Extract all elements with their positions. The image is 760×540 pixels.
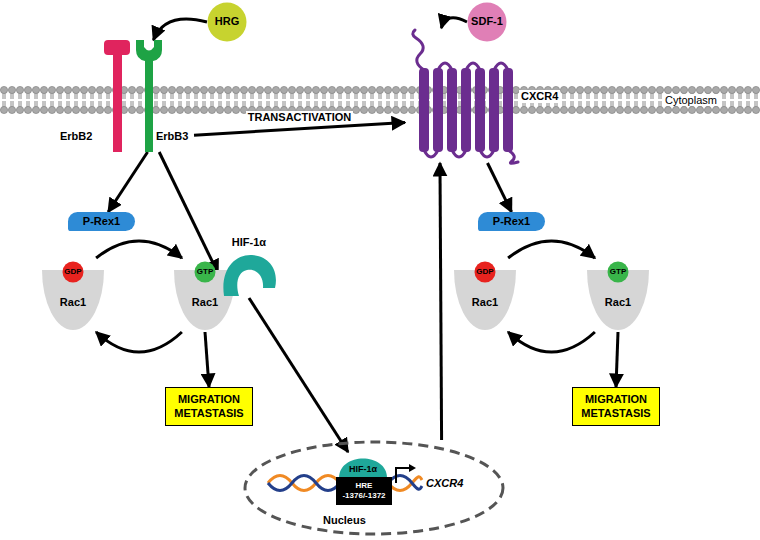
outcome-box: MIGRATION METASTASIS — [165, 387, 253, 426]
node-label: MIGRATION METASTASIS — [579, 393, 653, 419]
node-label: Rac1 — [172, 296, 238, 309]
node-label: ErbB3 — [156, 130, 188, 143]
arrow-connector — [441, 18, 467, 28]
transcription-factor: HIF-1α — [218, 236, 280, 298]
arrow-connector — [96, 241, 182, 258]
arrow-connector — [508, 332, 595, 352]
text-label: CXCR4 — [426, 477, 463, 489]
node-label: CXCR4 — [519, 90, 560, 103]
gtpase: Rac1 GDP — [452, 258, 518, 332]
node-label: P-Rex1 — [493, 215, 530, 228]
node-label: HRG — [215, 15, 239, 28]
gpcr-receptor: CXCR4 — [405, 28, 570, 163]
nucleotide-dot: GTP — [194, 261, 216, 283]
node-label: MIGRATION METASTASIS — [172, 393, 246, 419]
arrow-connector — [205, 332, 209, 387]
node-label: P-Rex1 — [83, 215, 120, 228]
arrow-connector — [153, 19, 207, 40]
arrow-connector — [508, 241, 595, 258]
arrow-connector — [616, 332, 618, 387]
node-label: ErbB2 — [60, 130, 92, 143]
gef-protein: P-Rex1 — [478, 212, 545, 231]
node-label: GDP — [476, 267, 493, 277]
nucleus-outline: Nucleus HIF-1αHRE -1376/-1372 — [243, 440, 505, 536]
nucleotide-dot: GDP — [474, 261, 496, 283]
node-label: Nucleus — [323, 514, 366, 527]
nucleotide-dot: GDP — [62, 261, 84, 283]
transcription-start-head — [409, 464, 416, 472]
node-label: GDP — [64, 267, 81, 277]
ligand-circle: SDF-1 — [467, 2, 507, 42]
transcription-start-arrow — [396, 468, 410, 483]
arrow-connector — [194, 123, 405, 136]
node-label: HIF-1α — [218, 236, 280, 249]
node-label: HRE -1376/-1372 — [338, 481, 390, 500]
arrow-connector — [488, 163, 512, 212]
gtpase: Rac1 GDP — [40, 258, 106, 332]
node-label: Rac1 — [40, 296, 106, 309]
receptor: ErbB3 — [136, 40, 194, 152]
text-label: Cytoplasm — [662, 94, 720, 106]
outcome-box: MIGRATION METASTASIS — [572, 387, 660, 426]
arrow-connector — [96, 332, 182, 352]
transcription-factor: HIF-1α — [338, 452, 388, 478]
arrow-connector — [440, 163, 442, 440]
node-label: GTP — [610, 267, 626, 277]
arrow-connector — [159, 152, 218, 273]
node-label: Rac1 — [585, 296, 651, 309]
nucleotide-dot: GTP — [607, 261, 629, 283]
node-label: SDF-1 — [471, 15, 503, 28]
arrow-connector — [249, 298, 348, 452]
node-label: GTP — [197, 267, 213, 277]
receptor: ErbB2 — [60, 40, 132, 152]
arrow-connector — [108, 152, 147, 212]
node-label: HIF-1α — [338, 464, 388, 475]
gef-protein: P-Rex1 — [68, 212, 135, 231]
edge-label: TRANSACTIVATION — [246, 111, 353, 123]
response-element: HRE -1376/-1372 — [336, 477, 392, 505]
ligand-circle: HRG — [207, 2, 247, 42]
gtpase: Rac1 GTP — [585, 258, 651, 332]
node-label: Rac1 — [452, 296, 518, 309]
